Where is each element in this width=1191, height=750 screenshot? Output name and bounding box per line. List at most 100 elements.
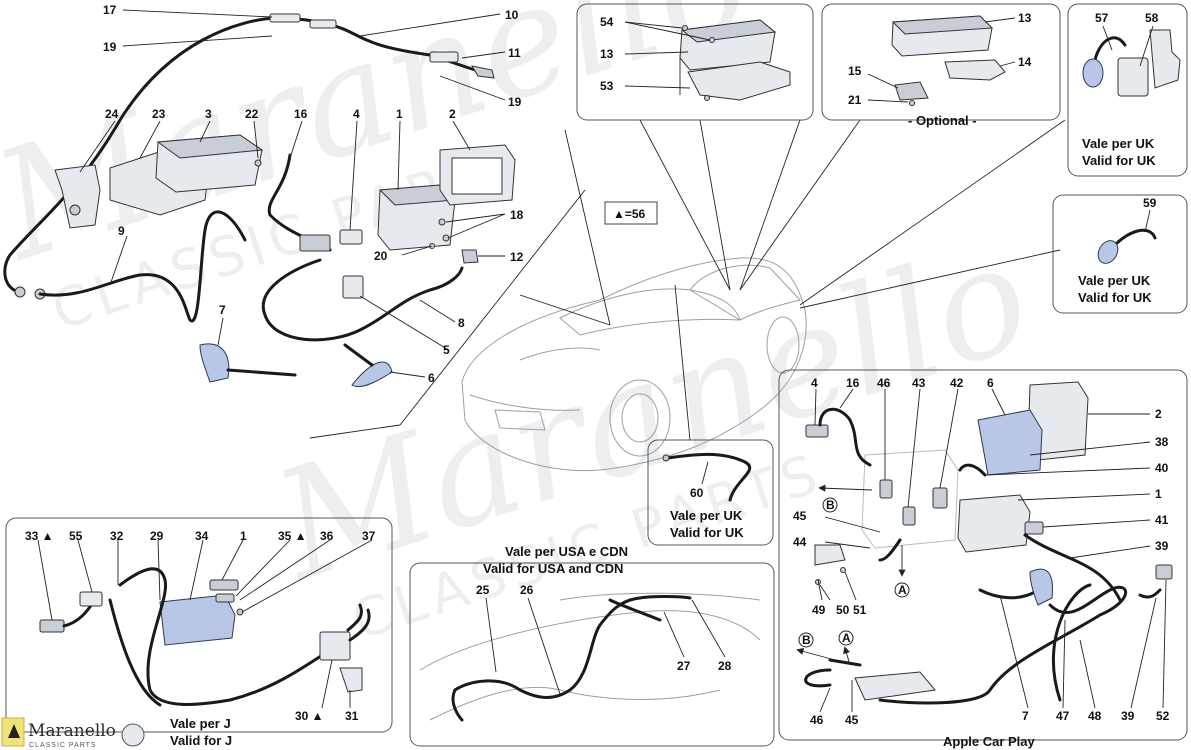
callout-28: 28 <box>718 659 732 673</box>
callout-30: 30 ▲ <box>295 709 324 723</box>
j-caption-en: Valid for J <box>170 733 232 748</box>
callout-cp-52: 52 <box>1156 709 1170 723</box>
legend-note-text: ▲=56 <box>613 207 646 221</box>
callout-20: 20 <box>374 249 388 263</box>
box-uk-mid: 59 Vale per UK Valid for UK <box>1052 194 1188 314</box>
callout-1: 1 <box>396 107 403 121</box>
callout-57: 57 <box>1095 11 1109 25</box>
marker-b-1: B <box>826 498 835 512</box>
uk-top-caption-it: Vale per UK <box>1082 136 1155 151</box>
callout-31: 31 <box>345 709 359 723</box>
carplay-caption: Apple Car Play <box>943 734 1036 749</box>
callout-59: 59 <box>1143 196 1157 210</box>
callout-9: 9 <box>118 224 125 238</box>
callout-cp-45-a: 45 <box>793 509 807 523</box>
box-top-center: 54 13 53 <box>576 3 814 121</box>
callout-cp-43: 43 <box>912 376 926 390</box>
uk-60-caption-en: Valid for UK <box>670 525 744 540</box>
callout-cp-1: 1 <box>1155 487 1162 501</box>
marker-b-2: B <box>802 633 811 647</box>
callout-33: 33 ▲ <box>25 529 54 543</box>
uk-mid-caption-it: Vale per UK <box>1078 273 1151 288</box>
car-outline <box>309 119 1066 472</box>
callout-cp-38: 38 <box>1155 435 1169 449</box>
uk-60-caption-it: Vale per UK <box>670 508 743 523</box>
callout-cp-39-a: 39 <box>1155 539 1169 553</box>
box-japan: 33 ▲ 55 32 29 34 1 35 ▲ 36 37 30 ▲ 31 Va… <box>5 517 393 748</box>
marker-a-2: A <box>842 631 851 645</box>
callout-cp-45-b: 45 <box>845 713 859 727</box>
callout-12: 12 <box>510 250 524 264</box>
callout-11: 11 <box>508 46 521 60</box>
box-usa-cdn: Vale per USA e CDN Valid for USA and CDN… <box>409 544 775 747</box>
callout-cp-46-b: 46 <box>810 713 824 727</box>
callout-13-top: 13 <box>600 47 614 61</box>
callout-8: 8 <box>458 316 465 330</box>
callout-cp-47: 47 <box>1056 709 1070 723</box>
callout-1-j: 1 <box>240 529 247 543</box>
usa-caption-it: Vale per USA e CDN <box>505 544 628 559</box>
usa-caption-en: Valid for USA and CDN <box>483 561 623 576</box>
callout-19-a: 19 <box>103 40 117 54</box>
callout-24: 24 <box>105 107 119 121</box>
callout-cp-6: 6 <box>987 376 994 390</box>
maranello-logo: Maranello CLASSIC PARTS <box>1 717 145 749</box>
callout-cp-4: 4 <box>811 376 818 390</box>
callout-5: 5 <box>443 343 450 357</box>
callout-37: 37 <box>362 529 376 543</box>
callout-36: 36 <box>320 529 334 543</box>
callout-cp-49: 49 <box>812 603 826 617</box>
box-optional: 13 14 15 21 - Optional - <box>821 3 1061 128</box>
callout-7: 7 <box>219 303 226 317</box>
callout-cp-41: 41 <box>1155 513 1169 527</box>
callout-53: 53 <box>600 79 614 93</box>
callout-55: 55 <box>69 529 83 543</box>
callout-cp-44: 44 <box>793 535 807 549</box>
callout-22: 22 <box>245 107 259 121</box>
callout-cp-16: 16 <box>846 376 860 390</box>
callout-cp-40: 40 <box>1155 461 1169 475</box>
callout-10: 10 <box>505 8 519 22</box>
callout-34: 34 <box>195 529 209 543</box>
callout-14: 14 <box>1018 55 1032 69</box>
callout-cp-46: 46 <box>877 376 891 390</box>
callout-13-optional: 13 <box>1018 11 1032 25</box>
callout-4: 4 <box>353 107 360 121</box>
callout-16: 16 <box>294 107 308 121</box>
callout-cp-2: 2 <box>1155 407 1162 421</box>
callout-35: 35 ▲ <box>278 529 307 543</box>
logo-name: Maranello <box>28 721 116 741</box>
j-caption-it: Vale per J <box>170 716 231 731</box>
logo-tagline: CLASSIC PARTS <box>29 742 97 749</box>
callout-58: 58 <box>1145 11 1159 25</box>
main-exploded-view: 17 10 19 11 19 24 23 3 22 16 4 1 2 9 18 … <box>3 3 524 388</box>
legend-note: ▲=56 <box>604 201 658 225</box>
box-uk-top: 57 58 Vale per UK Valid for UK <box>1067 3 1188 177</box>
marker-a-1: A <box>898 583 907 597</box>
box-uk-60: 60 Vale per UK Valid for UK <box>647 439 774 546</box>
callout-27: 27 <box>677 659 691 673</box>
callout-cp-39-b: 39 <box>1121 709 1135 723</box>
callout-18: 18 <box>510 208 524 222</box>
callout-cp-42: 42 <box>950 376 964 390</box>
callout-6: 6 <box>428 371 435 385</box>
callout-25: 25 <box>476 583 490 597</box>
callout-2: 2 <box>449 107 456 121</box>
callout-cp-48: 48 <box>1088 709 1102 723</box>
callout-23: 23 <box>152 107 166 121</box>
callout-26: 26 <box>520 583 534 597</box>
callout-19-b: 19 <box>508 95 522 109</box>
callout-54: 54 <box>600 15 614 29</box>
callout-21: 21 <box>848 93 862 107</box>
callout-cp-7: 7 <box>1022 709 1029 723</box>
callout-15: 15 <box>848 64 862 78</box>
uk-top-caption-en: Valid for UK <box>1082 153 1156 168</box>
callout-3: 3 <box>205 107 212 121</box>
optional-caption: - Optional - <box>908 113 977 128</box>
uk-mid-caption-en: Valid for UK <box>1078 290 1152 305</box>
box-apple-car-play: Apple Car Play <box>778 369 1188 749</box>
callout-17: 17 <box>103 3 117 17</box>
callout-cp-50: 50 <box>836 603 850 617</box>
callout-32: 32 <box>110 529 124 543</box>
